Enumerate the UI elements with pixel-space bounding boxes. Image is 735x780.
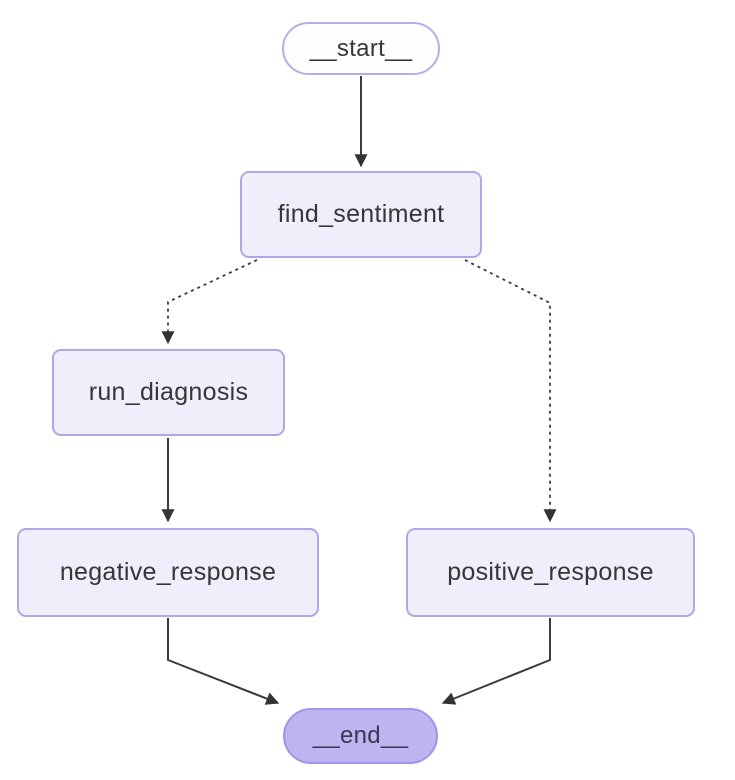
node-find-sentiment: find_sentiment xyxy=(240,171,482,258)
node-label: positive_response xyxy=(447,558,654,586)
edge-negative-response-to-end xyxy=(167,618,280,705)
node-start: __start__ xyxy=(282,22,440,75)
node-label: __start__ xyxy=(309,34,413,62)
node-label: run_diagnosis xyxy=(88,378,249,406)
node-run-diagnosis: run_diagnosis xyxy=(52,349,285,436)
edge-find-sentiment-to-positive-response xyxy=(464,259,557,523)
node-end: __end__ xyxy=(283,708,438,764)
node-label: find_sentiment xyxy=(277,200,445,228)
node-label: __end__ xyxy=(312,722,409,749)
node-negative-response: negative_response xyxy=(17,528,319,617)
node-label: negative_response xyxy=(59,558,277,586)
edge-find-sentiment-to-run-diagnosis xyxy=(161,259,258,345)
edge-positive-response-to-end xyxy=(441,618,551,705)
node-positive-response: positive_response xyxy=(406,528,695,617)
